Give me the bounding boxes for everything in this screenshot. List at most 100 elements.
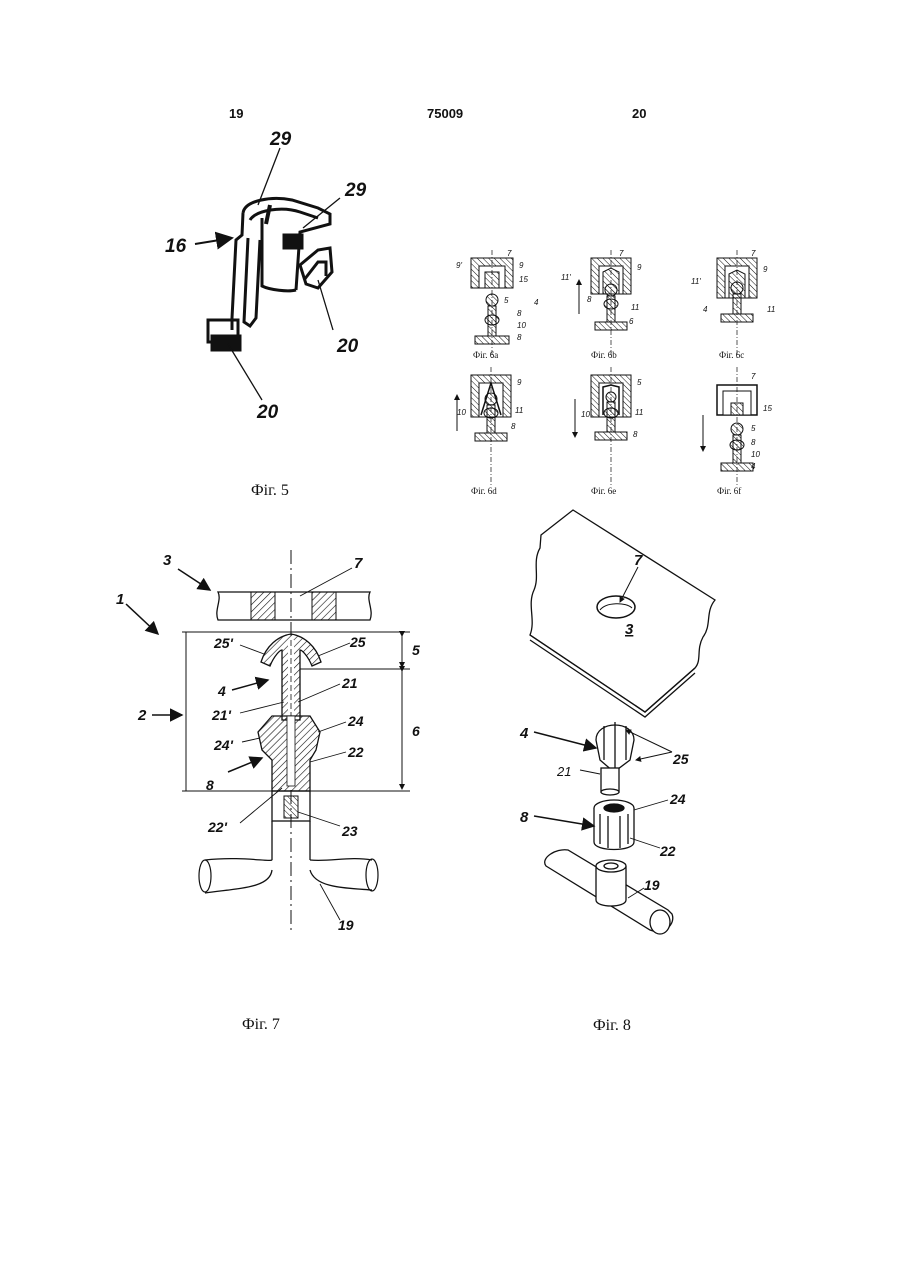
fig6c-label-11: 11 xyxy=(767,305,775,314)
fig7-arrow-1 xyxy=(126,604,158,634)
fig8-label-8: 8 xyxy=(520,809,529,826)
fig6f-label-10: 10 xyxy=(751,450,760,459)
fig7-label-21p: 21' xyxy=(211,707,232,723)
fig6a-label-4: 4 xyxy=(534,298,539,307)
fig7-label-5: 5 xyxy=(412,642,420,658)
fig7-arrow-8 xyxy=(228,758,262,772)
fig8-label-25: 25 xyxy=(672,751,689,767)
fig8-label-3: 3 xyxy=(625,621,634,638)
fig6e-label-8: 8 xyxy=(633,430,638,439)
fig6a-label-9: 9 xyxy=(519,261,524,270)
fig6e-label-5: 5 xyxy=(637,378,642,387)
fig6d-label-11: 11 xyxy=(515,406,523,415)
figure-8: 7 3 4 25 21 24 8 22 19 Фіг. 8 xyxy=(519,510,715,1034)
fig6a: 7 9 9' 15 5 4 8 10 8 Фіг. 6a xyxy=(456,249,539,360)
fig7-label-7: 7 xyxy=(354,555,363,572)
fig6a-label-7: 7 xyxy=(507,249,512,258)
fig7-label-23: 23 xyxy=(341,823,358,839)
fig6f-label-15: 15 xyxy=(763,404,772,413)
fig8-leader-24 xyxy=(634,800,668,810)
fig6b-label-7: 7 xyxy=(619,249,624,258)
fig7-label-19: 19 xyxy=(338,917,354,933)
fig7-tube xyxy=(205,859,372,893)
fig6c-label-11p: 11' xyxy=(691,277,701,286)
fig7-label-24p: 24' xyxy=(213,737,234,753)
fig7-label-25: 25 xyxy=(349,634,366,650)
fig6b: 7 9 11' 8 11 6 Фіг. 6b xyxy=(561,249,642,360)
fig6f: 7 15 5 8 10 4 Фіг. 6f xyxy=(703,367,772,496)
fig6d-label-8: 8 xyxy=(511,422,516,431)
fig7-panel-hatch-right xyxy=(312,592,336,620)
fig6d-label-9: 9 xyxy=(517,378,522,387)
fig6b-label-6: 6 xyxy=(629,317,634,326)
fig7-panel-hatch-left xyxy=(251,592,275,620)
fig7-label-6: 6 xyxy=(412,723,420,739)
fig5-leader-20-bottom xyxy=(228,344,262,400)
fig6a-label-5: 5 xyxy=(504,296,509,305)
fig7-tube-end-right xyxy=(366,859,378,891)
fig7-label-21: 21 xyxy=(341,675,358,691)
fig6c-label-7: 7 xyxy=(751,249,756,258)
fig7-label-8: 8 xyxy=(206,777,214,793)
fig7-label-4: 4 xyxy=(217,683,226,699)
figure-6-series: 7 9 9' 15 5 4 8 10 8 Фіг. 6a 7 9 11' 8 xyxy=(456,249,775,496)
fig8-label-24: 24 xyxy=(669,791,686,807)
fig5-leader-29-right xyxy=(303,198,340,228)
fig6a-label-10: 10 xyxy=(517,321,526,330)
fig6f-caption: Фіг. 6f xyxy=(717,486,741,496)
fig6e: 5 10 11 8 Фіг. 6e xyxy=(575,367,643,496)
fig5-label-16: 16 xyxy=(165,236,187,257)
fig8-label-19: 19 xyxy=(644,877,660,893)
fig8-label-7: 7 xyxy=(634,552,643,569)
fig8-arrow-4 xyxy=(534,732,596,748)
fig8-pin xyxy=(596,722,634,795)
fig6d-label-10: 10 xyxy=(457,408,466,417)
fig8-label-22: 22 xyxy=(659,843,676,859)
fig8-sleeve xyxy=(594,800,634,850)
fig6f-label-8: 8 xyxy=(751,438,756,447)
fig7-arrow-4 xyxy=(232,680,268,690)
figure-5: 29 29 16 20 20 Фіг. 5 xyxy=(165,129,367,499)
fig6e-caption: Фіг. 6e xyxy=(591,486,616,496)
fig6d: 9 10 11 8 Фіг. 6d xyxy=(457,367,523,496)
fig7-arrow-3 xyxy=(178,569,210,590)
fig6c-caption: Фіг. 6c xyxy=(719,350,744,360)
fig7-label-24: 24 xyxy=(347,713,364,729)
fig6a-caption: Фіг. 6a xyxy=(473,350,498,360)
figure-7: 3 7 1 25' 25 5 4 21 21' 2 24 6 24' 22 8 … xyxy=(116,550,420,1033)
fig8-leader-21 xyxy=(580,770,600,774)
fig8-label-4: 4 xyxy=(519,725,529,742)
fig5-arrow-16 xyxy=(195,238,232,244)
fig6b-caption: Фіг. 6b xyxy=(591,350,617,360)
fig6e-label-10: 10 xyxy=(581,410,590,419)
fig6e-label-11: 11 xyxy=(635,408,643,417)
fig6b-label-8: 8 xyxy=(587,295,592,304)
fig5-leader-20-right xyxy=(318,280,333,330)
fig5-label-20-right: 20 xyxy=(336,336,359,357)
fig5-caption: Фіг. 5 xyxy=(251,482,289,499)
fig7-tube-end-left xyxy=(199,860,211,892)
fig8-caption: Фіг. 8 xyxy=(593,1017,631,1034)
fig7-label-2: 2 xyxy=(137,707,147,724)
fig6f-label-4: 4 xyxy=(751,462,756,471)
fig5-label-29-right: 29 xyxy=(344,180,367,201)
fig5-label-29-top: 29 xyxy=(269,129,292,150)
fig7-caption: Фіг. 7 xyxy=(242,1016,280,1033)
fig8-arrow-8 xyxy=(534,816,594,826)
fig6d-caption: Фіг. 6d xyxy=(471,486,497,496)
fig6c-label-9: 9 xyxy=(763,265,768,274)
fig6a-label-8: 8 xyxy=(517,309,522,318)
fig7-label-22p: 22' xyxy=(207,819,228,835)
fig6f-label-5: 5 xyxy=(751,424,756,433)
fig7-stem-hatch xyxy=(284,796,298,818)
fig7-label-22: 22 xyxy=(347,744,364,760)
fig5-leader-29-top xyxy=(258,148,280,205)
fig5-label-20-bottom: 20 xyxy=(256,402,279,423)
fig6a-label-15: 15 xyxy=(519,275,528,284)
fig7-sleeve-bore xyxy=(287,716,295,786)
fig6c-label-4: 4 xyxy=(703,305,708,314)
fig8-arrow-25b xyxy=(636,752,672,760)
fig6b-label-11p: 11' xyxy=(561,273,571,282)
fig8-label-21: 21 xyxy=(556,764,571,779)
